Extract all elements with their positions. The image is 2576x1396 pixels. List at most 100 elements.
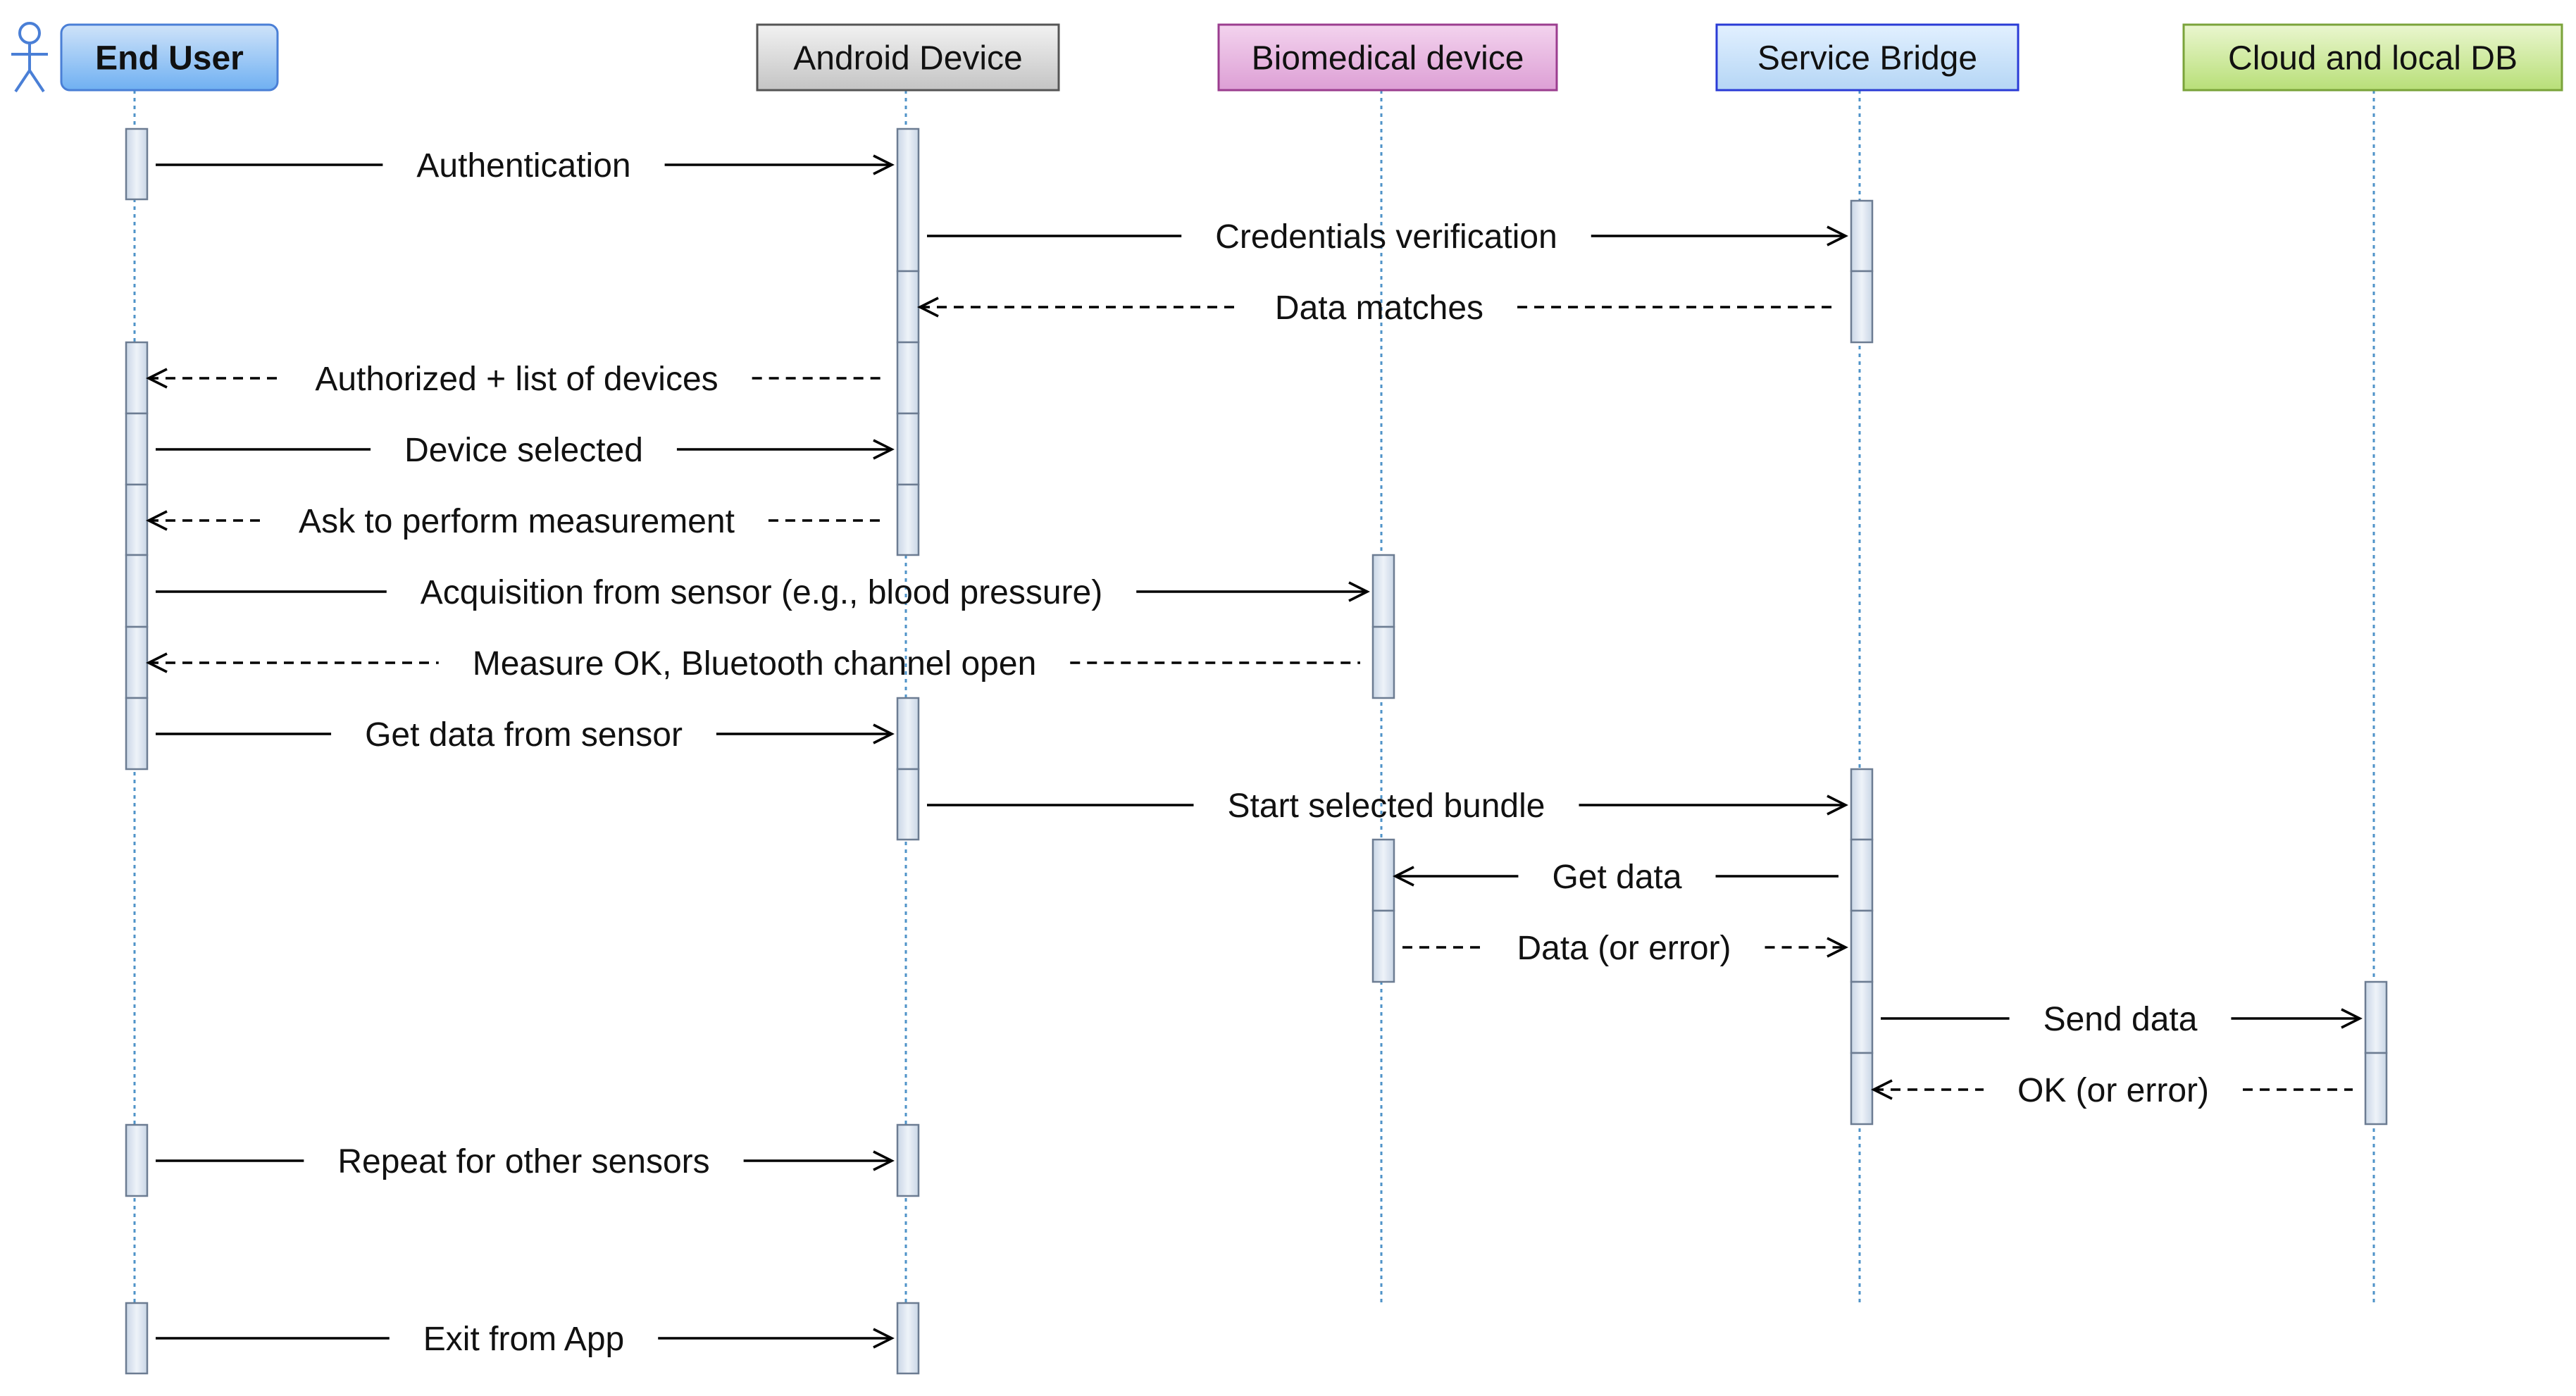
- message-11: Get data: [1393, 859, 1838, 896]
- activation-bar-user: [125, 1302, 149, 1375]
- activation-bar-user: [125, 625, 149, 699]
- message-label: Device selected: [404, 432, 643, 469]
- message-1: Authentication: [156, 147, 895, 185]
- message-label: Repeat for other sensors: [337, 1143, 709, 1180]
- message-4: Authorized + list of devices: [146, 361, 885, 398]
- arrow-head: [146, 652, 168, 673]
- message-10: Start selected bundle: [927, 787, 1848, 825]
- activation-bar-user: [125, 127, 149, 201]
- message-label: Start selected bundle: [1228, 787, 1545, 825]
- activation-bar-user: [125, 483, 149, 556]
- activation-bar-android: [896, 341, 920, 415]
- activation-bar-android: [896, 127, 920, 273]
- activation-bar-android: [896, 768, 920, 841]
- activation-bar-cloud: [2364, 1052, 2388, 1126]
- activation-bars: [125, 127, 2388, 1375]
- participant-cloud: Cloud and local DB: [2182, 23, 2563, 92]
- participant-label: End User: [95, 40, 244, 77]
- activation-bar-bridge: [1850, 270, 1874, 344]
- arrow-head: [2341, 1008, 2363, 1029]
- message-label: Data (or error): [1517, 930, 1731, 967]
- participant-user: End User: [11, 22, 279, 93]
- activation-bar-bridge: [1850, 980, 1874, 1054]
- actor-icon: [11, 22, 48, 93]
- arrow-head: [1827, 794, 1848, 816]
- message-12: Data (or error): [1402, 930, 1848, 967]
- message-label: Data matches: [1275, 289, 1483, 327]
- message-label: Measure OK, Bluetooth channel open: [473, 645, 1037, 683]
- activation-bar-bridge: [1850, 199, 1874, 273]
- message-label: Ask to perform measurement: [299, 503, 735, 540]
- activation-bar-user: [125, 1123, 149, 1197]
- arrow-head: [1393, 866, 1414, 887]
- activation-bar-bridge: [1850, 1052, 1874, 1126]
- message-13: Send data: [1881, 1001, 2363, 1038]
- message-label: Send data: [2043, 1001, 2198, 1038]
- participant-box: [2182, 23, 2563, 92]
- participant-box: [756, 23, 1060, 92]
- activation-bar-bridge: [1850, 768, 1874, 841]
- participant-label: Android Device: [793, 40, 1023, 77]
- message-label: Get data from sensor: [365, 716, 683, 754]
- message-14: OK (or error): [1871, 1072, 2353, 1109]
- activation-bar-bio: [1371, 625, 1395, 699]
- message-7: Acquisition from sensor (e.g., blood pre…: [156, 574, 1370, 611]
- activation-bar-android: [896, 412, 920, 486]
- activation-bar-bio: [1371, 554, 1395, 628]
- message-label: Authentication: [416, 147, 630, 185]
- message-6: Ask to perform measurement: [146, 503, 885, 540]
- message-label: Authorized + list of devices: [315, 361, 718, 398]
- participant-bio: Biomedical device: [1217, 23, 1558, 92]
- arrow-head: [1827, 225, 1848, 247]
- activation-bar-android: [896, 1302, 920, 1375]
- participant-bridge: Service Bridge: [1715, 23, 2020, 92]
- arrow-head: [873, 1150, 895, 1171]
- participant-label: Service Bridge: [1757, 40, 1977, 77]
- message-2: Credentials verification: [927, 218, 1848, 256]
- message-15: Repeat for other sensors: [156, 1143, 895, 1180]
- arrow-head: [1348, 581, 1370, 602]
- activation-bar-user: [125, 554, 149, 628]
- activation-bar-bio: [1371, 838, 1395, 912]
- message-label: Get data: [1552, 859, 1681, 896]
- message-label: Acquisition from sensor (e.g., blood pre…: [421, 574, 1102, 611]
- activation-bar-user: [125, 341, 149, 415]
- message-3: Data matches: [917, 289, 1838, 327]
- activation-bar-bio: [1371, 909, 1395, 983]
- message-label: Credentials verification: [1215, 218, 1557, 256]
- arrow-head: [146, 510, 168, 531]
- participant-label: Cloud and local DB: [2228, 40, 2518, 77]
- lifelines: [133, 90, 2375, 1303]
- activation-bar-android: [896, 1123, 920, 1197]
- participant-label: Biomedical device: [1252, 40, 1524, 77]
- arrow-head: [146, 368, 168, 389]
- participant-headers: End User Android Device Biomedical device S…: [11, 22, 2563, 93]
- arrow-head: [873, 723, 895, 744]
- participant-android: Android Device: [756, 23, 1060, 92]
- arrow-head: [1871, 1079, 1893, 1100]
- participant-box: [60, 23, 279, 92]
- activation-bar-user: [125, 412, 149, 486]
- activation-bar-android: [896, 697, 920, 771]
- participant-box: [1217, 23, 1558, 92]
- message-label: Exit from App: [423, 1321, 624, 1358]
- message-16: Exit from App: [156, 1321, 895, 1358]
- participant-box: [1715, 23, 2020, 92]
- arrow-head: [873, 439, 895, 460]
- message-9: Get data from sensor: [156, 716, 895, 754]
- message-5: Device selected: [156, 432, 895, 469]
- activation-bar-bridge: [1850, 838, 1874, 912]
- activation-bar-user: [125, 697, 149, 771]
- arrow-head: [873, 154, 895, 175]
- arrow-head: [873, 1328, 895, 1349]
- activation-bar-android: [896, 483, 920, 556]
- activation-bar-bridge: [1850, 909, 1874, 983]
- activation-bar-android: [896, 270, 920, 344]
- arrow-head: [917, 297, 939, 318]
- arrow-head: [1827, 937, 1848, 958]
- message-8: Measure OK, Bluetooth channel open: [146, 645, 1360, 683]
- message-label: OK (or error): [2017, 1072, 2209, 1109]
- activation-bar-cloud: [2364, 980, 2388, 1054]
